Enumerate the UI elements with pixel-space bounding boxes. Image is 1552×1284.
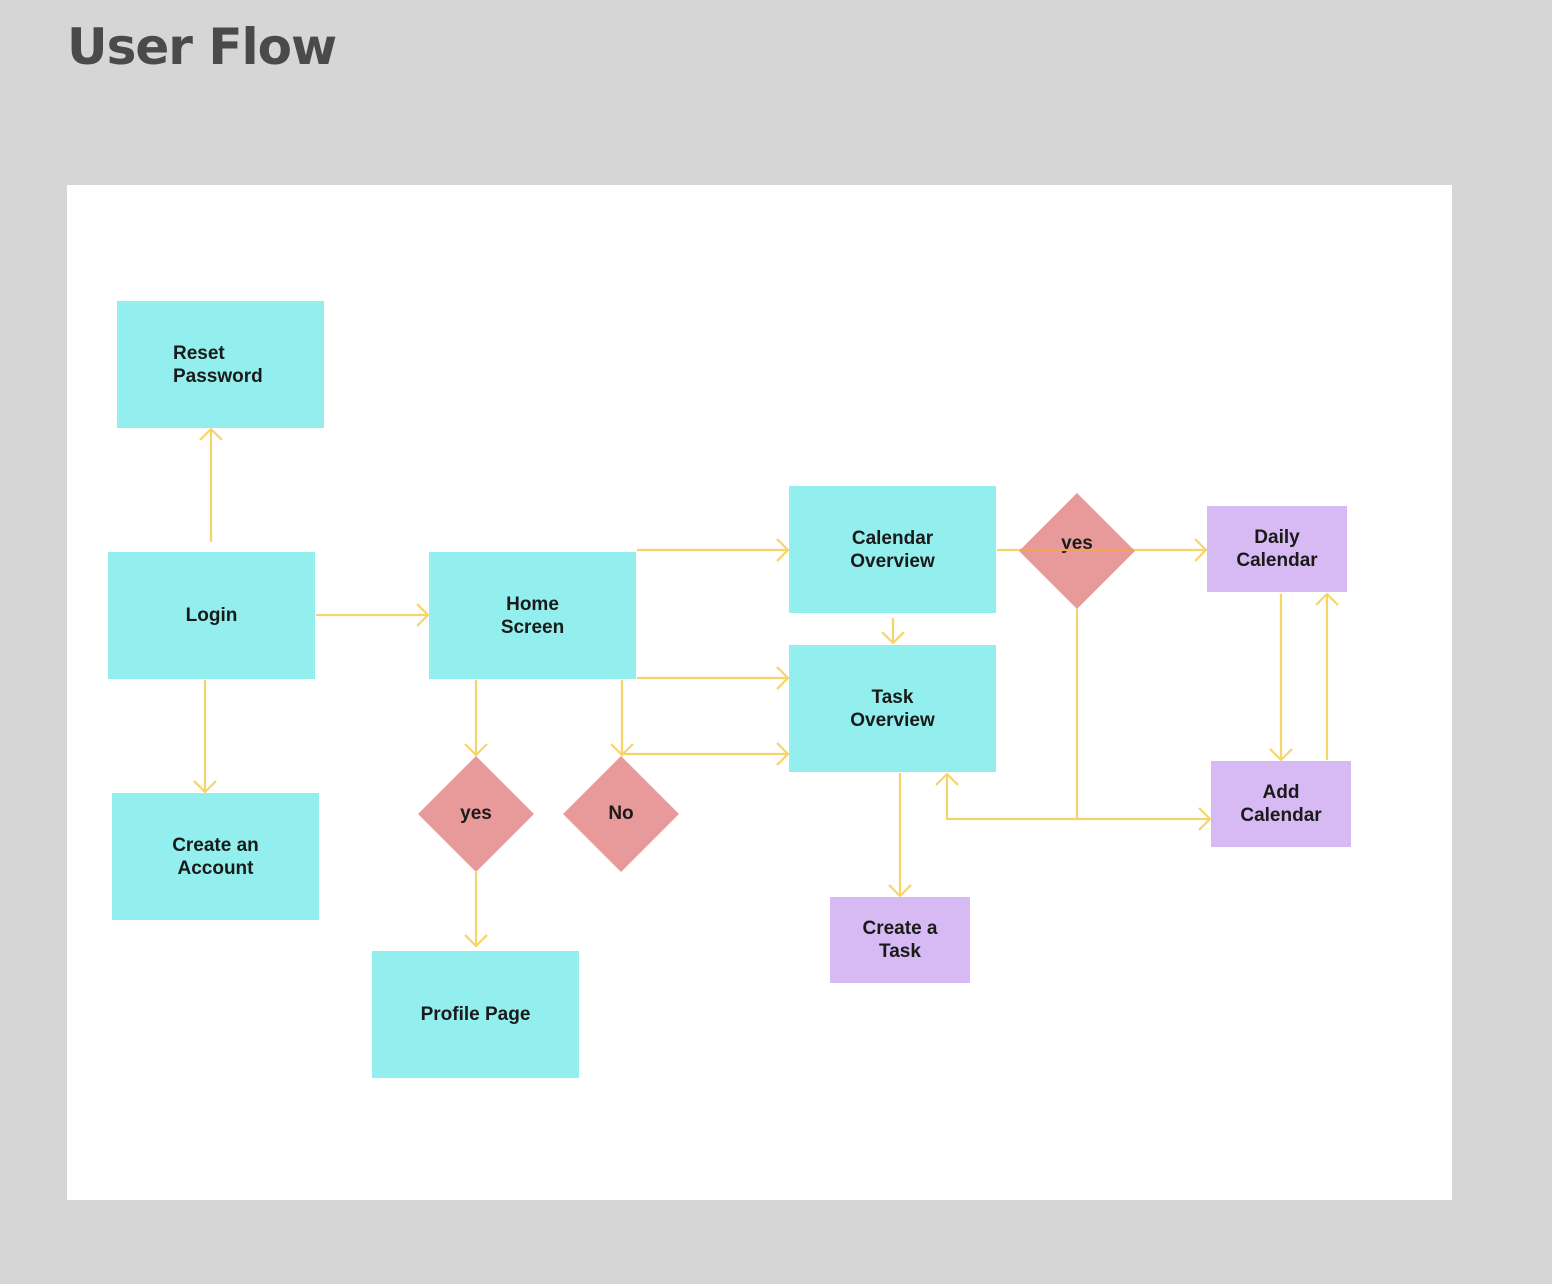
edges-layer <box>193 427 1339 948</box>
node-label: Login <box>185 605 238 626</box>
node-label: Reset Password <box>173 342 263 387</box>
decision-label: yes <box>1061 533 1093 554</box>
node-login: Login <box>108 552 315 679</box>
diagram-canvas: Reset Password Login Create an Account H… <box>67 185 1452 1200</box>
edge-login-to-create-account <box>193 680 217 794</box>
edge-task-overview-to-create-task <box>888 773 912 898</box>
node-label: Daily Calendar <box>1236 527 1318 571</box>
edge-home-to-decision-yes <box>464 680 488 757</box>
node-label: Add Calendar <box>1240 782 1322 826</box>
edge-decision-no-to-task-overview <box>622 742 790 766</box>
edge-home-to-calendar-overview <box>637 538 790 562</box>
edge-add-to-daily-calendar <box>1315 592 1339 760</box>
page-title: User Flow <box>67 18 337 76</box>
node-create-task: Create a Task <box>830 897 970 983</box>
node-label: Calendar Overview <box>850 527 935 572</box>
node-reset-password: Reset Password <box>117 301 324 428</box>
decision-yes-profile: yes <box>418 756 534 872</box>
decision-label: No <box>608 803 634 824</box>
edge-decision-yes-to-profile <box>464 872 488 948</box>
edge-calendar-to-task-overview <box>881 618 905 645</box>
decision-yes-calendar: yes <box>1019 493 1135 609</box>
node-daily-calendar: Daily Calendar <box>1207 506 1347 592</box>
node-create-account: Create an Account <box>112 793 319 920</box>
node-label: Home Screen <box>500 593 565 638</box>
edge-decision-to-task-overview <box>935 772 1077 821</box>
edges-overlay <box>1020 548 1134 552</box>
decision-no: No <box>563 756 679 872</box>
edge-home-to-task-overview <box>637 666 790 690</box>
node-label: Profile Page <box>420 1004 531 1025</box>
node-calendar-overview: Calendar Overview <box>789 486 996 613</box>
node-home-screen: Home Screen <box>429 552 636 679</box>
edge-decision-to-daily-calendar <box>1134 538 1208 562</box>
node-label: Task Overview <box>850 686 935 731</box>
node-add-calendar: Add Calendar <box>1211 761 1351 847</box>
decision-label: yes <box>460 803 492 824</box>
node-profile-page: Profile Page <box>372 951 579 1078</box>
node-task-overview: Task Overview <box>789 645 996 772</box>
node-label: Create an Account <box>172 834 259 879</box>
edge-daily-to-add-calendar <box>1269 594 1293 762</box>
edge-login-to-home-screen <box>316 603 430 627</box>
node-label: Create a Task <box>862 918 938 962</box>
edge-login-to-reset-password <box>199 427 223 542</box>
